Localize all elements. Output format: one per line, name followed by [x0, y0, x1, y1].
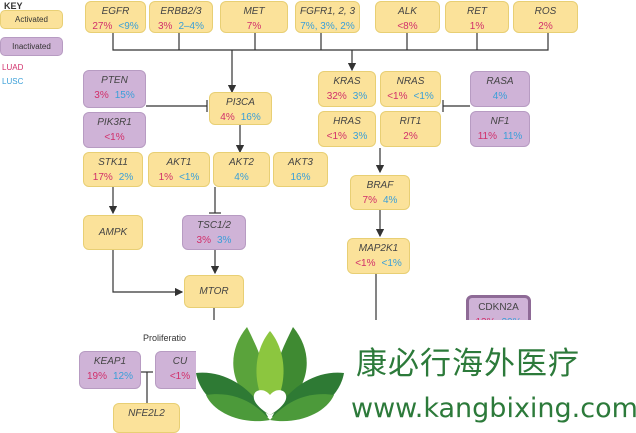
node-map2k1: MAP2K1 <1%<1%	[347, 238, 410, 274]
node-akt1: AKT1 1%<1%	[148, 152, 210, 187]
key-title: KEY	[4, 1, 23, 11]
watermark-title: 康必行海外医疗	[356, 346, 580, 382]
node-braf: BRAF 7%4%	[350, 175, 410, 210]
node-akt3: AKT3 16%	[273, 152, 328, 187]
key-luad: LUAD	[2, 63, 24, 72]
node-rasa: RASA 4%	[470, 71, 530, 107]
node-ampk: AMPK	[83, 215, 143, 250]
node-met: MET 7%	[220, 1, 288, 33]
watermark-url: www.kangbixing.com	[351, 393, 636, 424]
node-keap1: KEAP1 19%12%	[79, 351, 141, 389]
node-pten: PTEN 3%15%	[83, 70, 146, 108]
node-kras: KRAS 32%3%	[318, 71, 376, 107]
node-pik3r1: PIK3R1 <1%	[83, 112, 146, 148]
node-egfr: EGFR 27%<9%	[85, 1, 146, 33]
node-rit1: RIT1 2%	[380, 111, 441, 147]
node-alk: ALK <8%	[375, 1, 440, 33]
node-nfe2l2: NFE2L2	[113, 403, 180, 433]
lotus-logo	[196, 327, 344, 422]
key-activated: Activated	[0, 10, 63, 29]
key-lusc: LUSC	[2, 77, 24, 86]
node-ros: ROS 2%	[513, 1, 578, 33]
node-nf1: NF1 11%11%	[470, 111, 530, 147]
node-hras: HRAS <1%3%	[318, 111, 376, 147]
node-stk11: STK11 17%2%	[83, 152, 143, 187]
node-fgfr: FGFR1, 2, 3 7%, 3%, 2%	[295, 1, 360, 33]
proliferation-label: Proliferatio	[143, 333, 187, 343]
node-pi3ca: PI3CA 4%16%	[209, 92, 272, 125]
node-nras: NRAS <1%<1%	[380, 71, 441, 107]
node-erbb2-3: ERBB2/3 3%2–4%	[149, 1, 213, 33]
node-ret: RET 1%	[445, 1, 509, 33]
key-inactivated: Inactivated	[0, 37, 63, 56]
node-akt2: AKT2 4%	[213, 152, 270, 187]
node-tsc1-2: TSC1/2 3%3%	[182, 215, 246, 250]
node-mtor: MTOR	[184, 275, 244, 308]
